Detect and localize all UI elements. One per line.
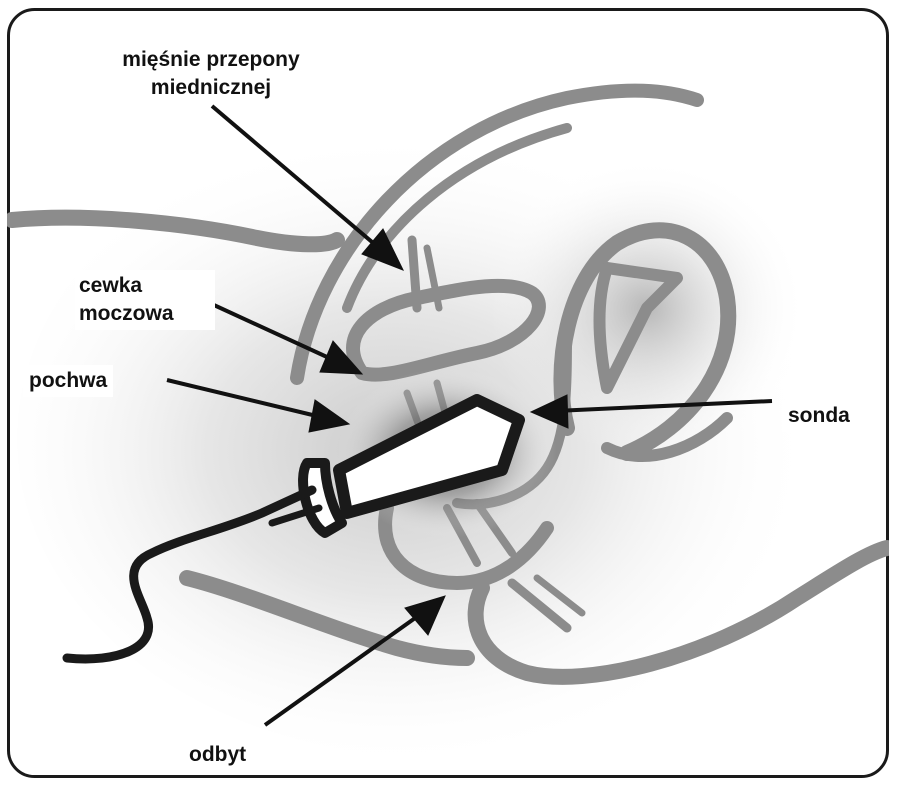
- label-pelvic-diaphragm-line2: miednicznej: [95, 74, 327, 102]
- label-pelvic-diaphragm-line1: mięśnie przepony: [95, 46, 327, 74]
- label-urethra-line1: cewka: [79, 272, 211, 300]
- label-pelvic-diaphragm-muscles: mięśnie przepony miednicznej: [95, 46, 327, 102]
- label-urethra-line2: moczowa: [79, 300, 211, 328]
- anatomy-illustration: [7, 8, 889, 778]
- label-vagina: pochwa: [23, 365, 113, 397]
- muscle-strand-1: [412, 240, 417, 308]
- label-urethra: cewka moczowa: [75, 270, 215, 330]
- figure-frame: mięśnie przepony miednicznej cewka moczo…: [7, 8, 889, 778]
- label-probe: sonda: [782, 400, 856, 432]
- label-anus: odbyt: [185, 741, 250, 769]
